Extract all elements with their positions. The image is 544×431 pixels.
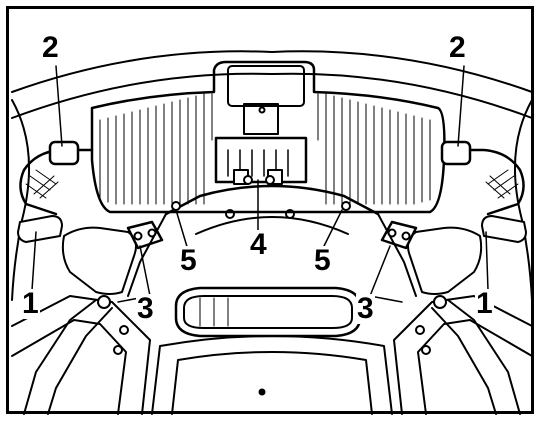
outer-body-arc (11, 50, 533, 93)
right-lower-clamp (481, 215, 527, 243)
oval-inner (183, 295, 353, 329)
left-mount-a (119, 325, 129, 335)
bolt-4b (265, 175, 275, 185)
frame-hole-b (285, 209, 295, 219)
left-lower-hose-b (47, 307, 113, 415)
leader-5r (321, 209, 343, 251)
right-lower-hose (447, 299, 521, 415)
leader-5l (175, 209, 189, 251)
left-bracket-bolt-a (133, 231, 143, 241)
center-connector (214, 136, 308, 184)
leader-3l-a (139, 245, 151, 297)
callout-1-left: 1 (21, 287, 40, 320)
right-mesh (485, 169, 519, 199)
callout-2-right: 2 (448, 31, 467, 64)
figure-border (6, 6, 534, 414)
callout-5-right: 5 (313, 244, 332, 277)
bolt-4a (243, 175, 253, 185)
airbox-housing (90, 60, 446, 214)
right-hose (450, 148, 525, 216)
callout-3-left: 3 (136, 292, 155, 325)
center-bottom-hole (258, 388, 266, 396)
right-mount-a (415, 325, 425, 335)
right-strut (407, 226, 483, 295)
tab-screw (258, 106, 266, 114)
callout-4: 4 (249, 228, 268, 261)
leader-2r (457, 65, 465, 147)
leader-3r-b (369, 295, 403, 303)
lower-chassis-left (11, 295, 151, 415)
callout-1-right: 1 (475, 287, 494, 320)
callout-2-left: 2 (41, 31, 60, 64)
leader-1l (31, 231, 37, 291)
leader-1r (485, 231, 489, 291)
oval-hatch (199, 297, 229, 327)
cross-frame-left-arm (127, 213, 167, 297)
lower-chassis-left-inner (11, 319, 127, 415)
left-mesh (25, 169, 59, 199)
left-fender (11, 99, 31, 301)
left-mount-b (113, 345, 123, 355)
leader-lines (31, 65, 489, 303)
right-clamp (440, 140, 472, 166)
left-bracket (126, 220, 164, 250)
leader-2l (55, 65, 63, 147)
inner-body-arc (11, 72, 533, 119)
left-hose-fitting (97, 295, 111, 309)
cross-frame-upper (164, 184, 380, 216)
right-bracket (380, 220, 418, 250)
right-hose-fitting (433, 295, 447, 309)
lower-center-plate (151, 335, 393, 415)
callout-5-left: 5 (179, 244, 198, 277)
left-clamp (48, 140, 80, 166)
radiator-fins (99, 93, 431, 205)
left-strut (61, 226, 137, 295)
connector-pins (227, 149, 289, 177)
lower-chassis-right-inner (417, 319, 533, 415)
cross-frame-right-arm (377, 213, 417, 297)
leader-3r-a (369, 245, 391, 297)
right-fender (513, 99, 533, 301)
left-lower-hose (23, 299, 97, 415)
top-connector-box (227, 65, 305, 107)
bolt-5r (341, 201, 351, 211)
lower-center-recess (171, 351, 373, 415)
left-lower-clamp (17, 215, 63, 243)
right-bracket-bolt-a (401, 231, 411, 241)
frame-hole-a (225, 209, 235, 219)
cross-frame-inner-arc (195, 216, 349, 235)
top-connector-tab (243, 103, 279, 135)
right-lower-hose-b (431, 307, 497, 415)
right-mount-b (421, 345, 431, 355)
callout-3-right: 3 (356, 292, 375, 325)
